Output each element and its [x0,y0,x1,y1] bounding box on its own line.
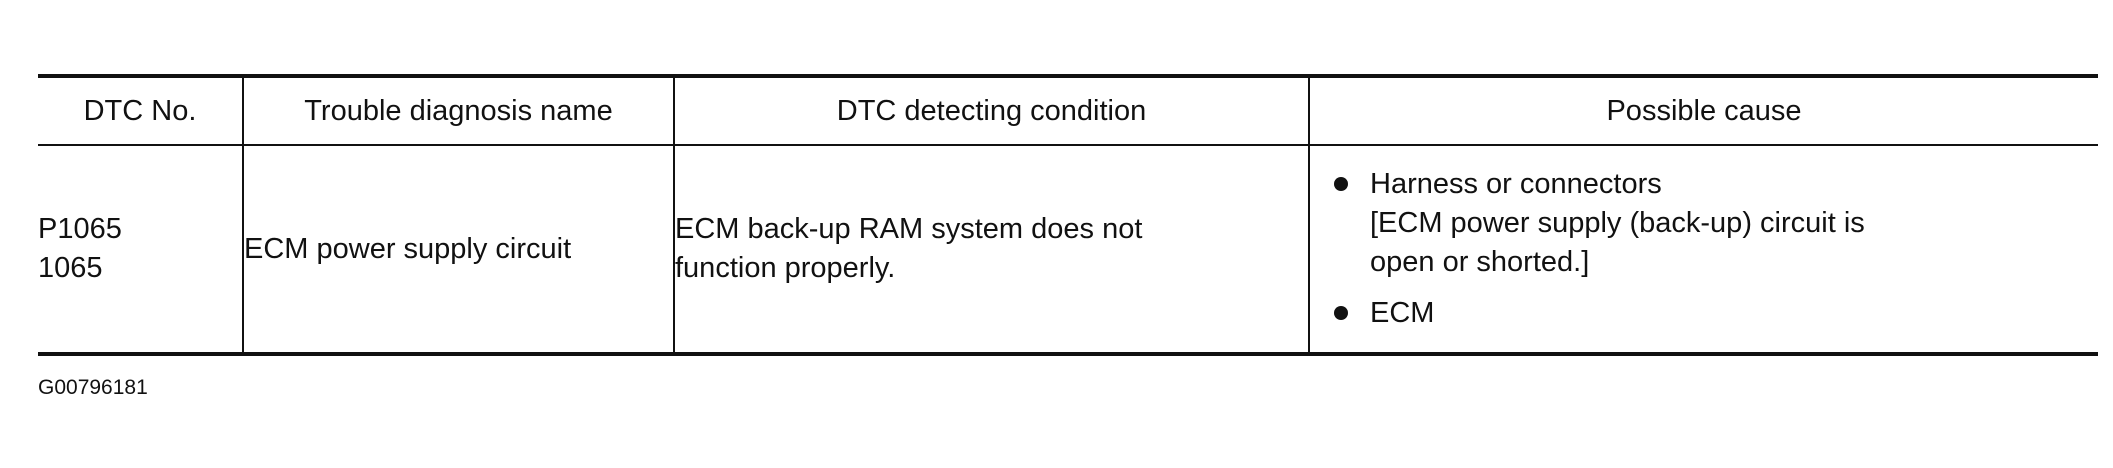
dtc-table: DTC No. Trouble diagnosis name DTC detec… [38,74,2098,356]
possible-cause-list: Harness or connectors [ECM power supply … [1310,165,2098,333]
table-header-row: DTC No. Trouble diagnosis name DTC detec… [38,76,2098,146]
cell-trouble-diagnosis-name: ECM power supply circuit [242,145,675,354]
detecting-condition-line: ECM back-up RAM system does not [675,213,1143,245]
header-trouble-diagnosis-name: Trouble diagnosis name [242,76,675,146]
bullet-icon [1334,306,1348,320]
cell-detecting-condition: ECM back-up RAM system does not function… [673,145,1310,354]
possible-cause-item: ECM [1332,294,2098,333]
detecting-condition-line: function properly. [675,252,896,284]
cause-text: ECM [1370,297,1435,329]
cause-text: Harness or connectors [1370,168,1662,200]
header-dtc-detecting-condition: DTC detecting condition [673,76,1310,146]
cell-possible-cause: Harness or connectors [ECM power supply … [1308,145,2098,354]
cell-dtc-no: P1065 1065 [38,145,244,354]
table-row: P1065 1065 ECM power supply circuit ECM … [38,145,2098,354]
header-dtc-no: DTC No. [38,76,244,146]
figure-id: G00796181 [38,376,148,399]
header-possible-cause: Possible cause [1308,76,2098,146]
bullet-icon [1334,177,1348,191]
dtc-code-short: 1065 [38,252,103,284]
cause-text: open or shorted.] [1370,246,1590,278]
dtc-code: P1065 [38,213,122,245]
cause-text: [ECM power supply (back-up) circuit is [1370,207,1865,239]
possible-cause-item: Harness or connectors [ECM power supply … [1332,165,2098,282]
